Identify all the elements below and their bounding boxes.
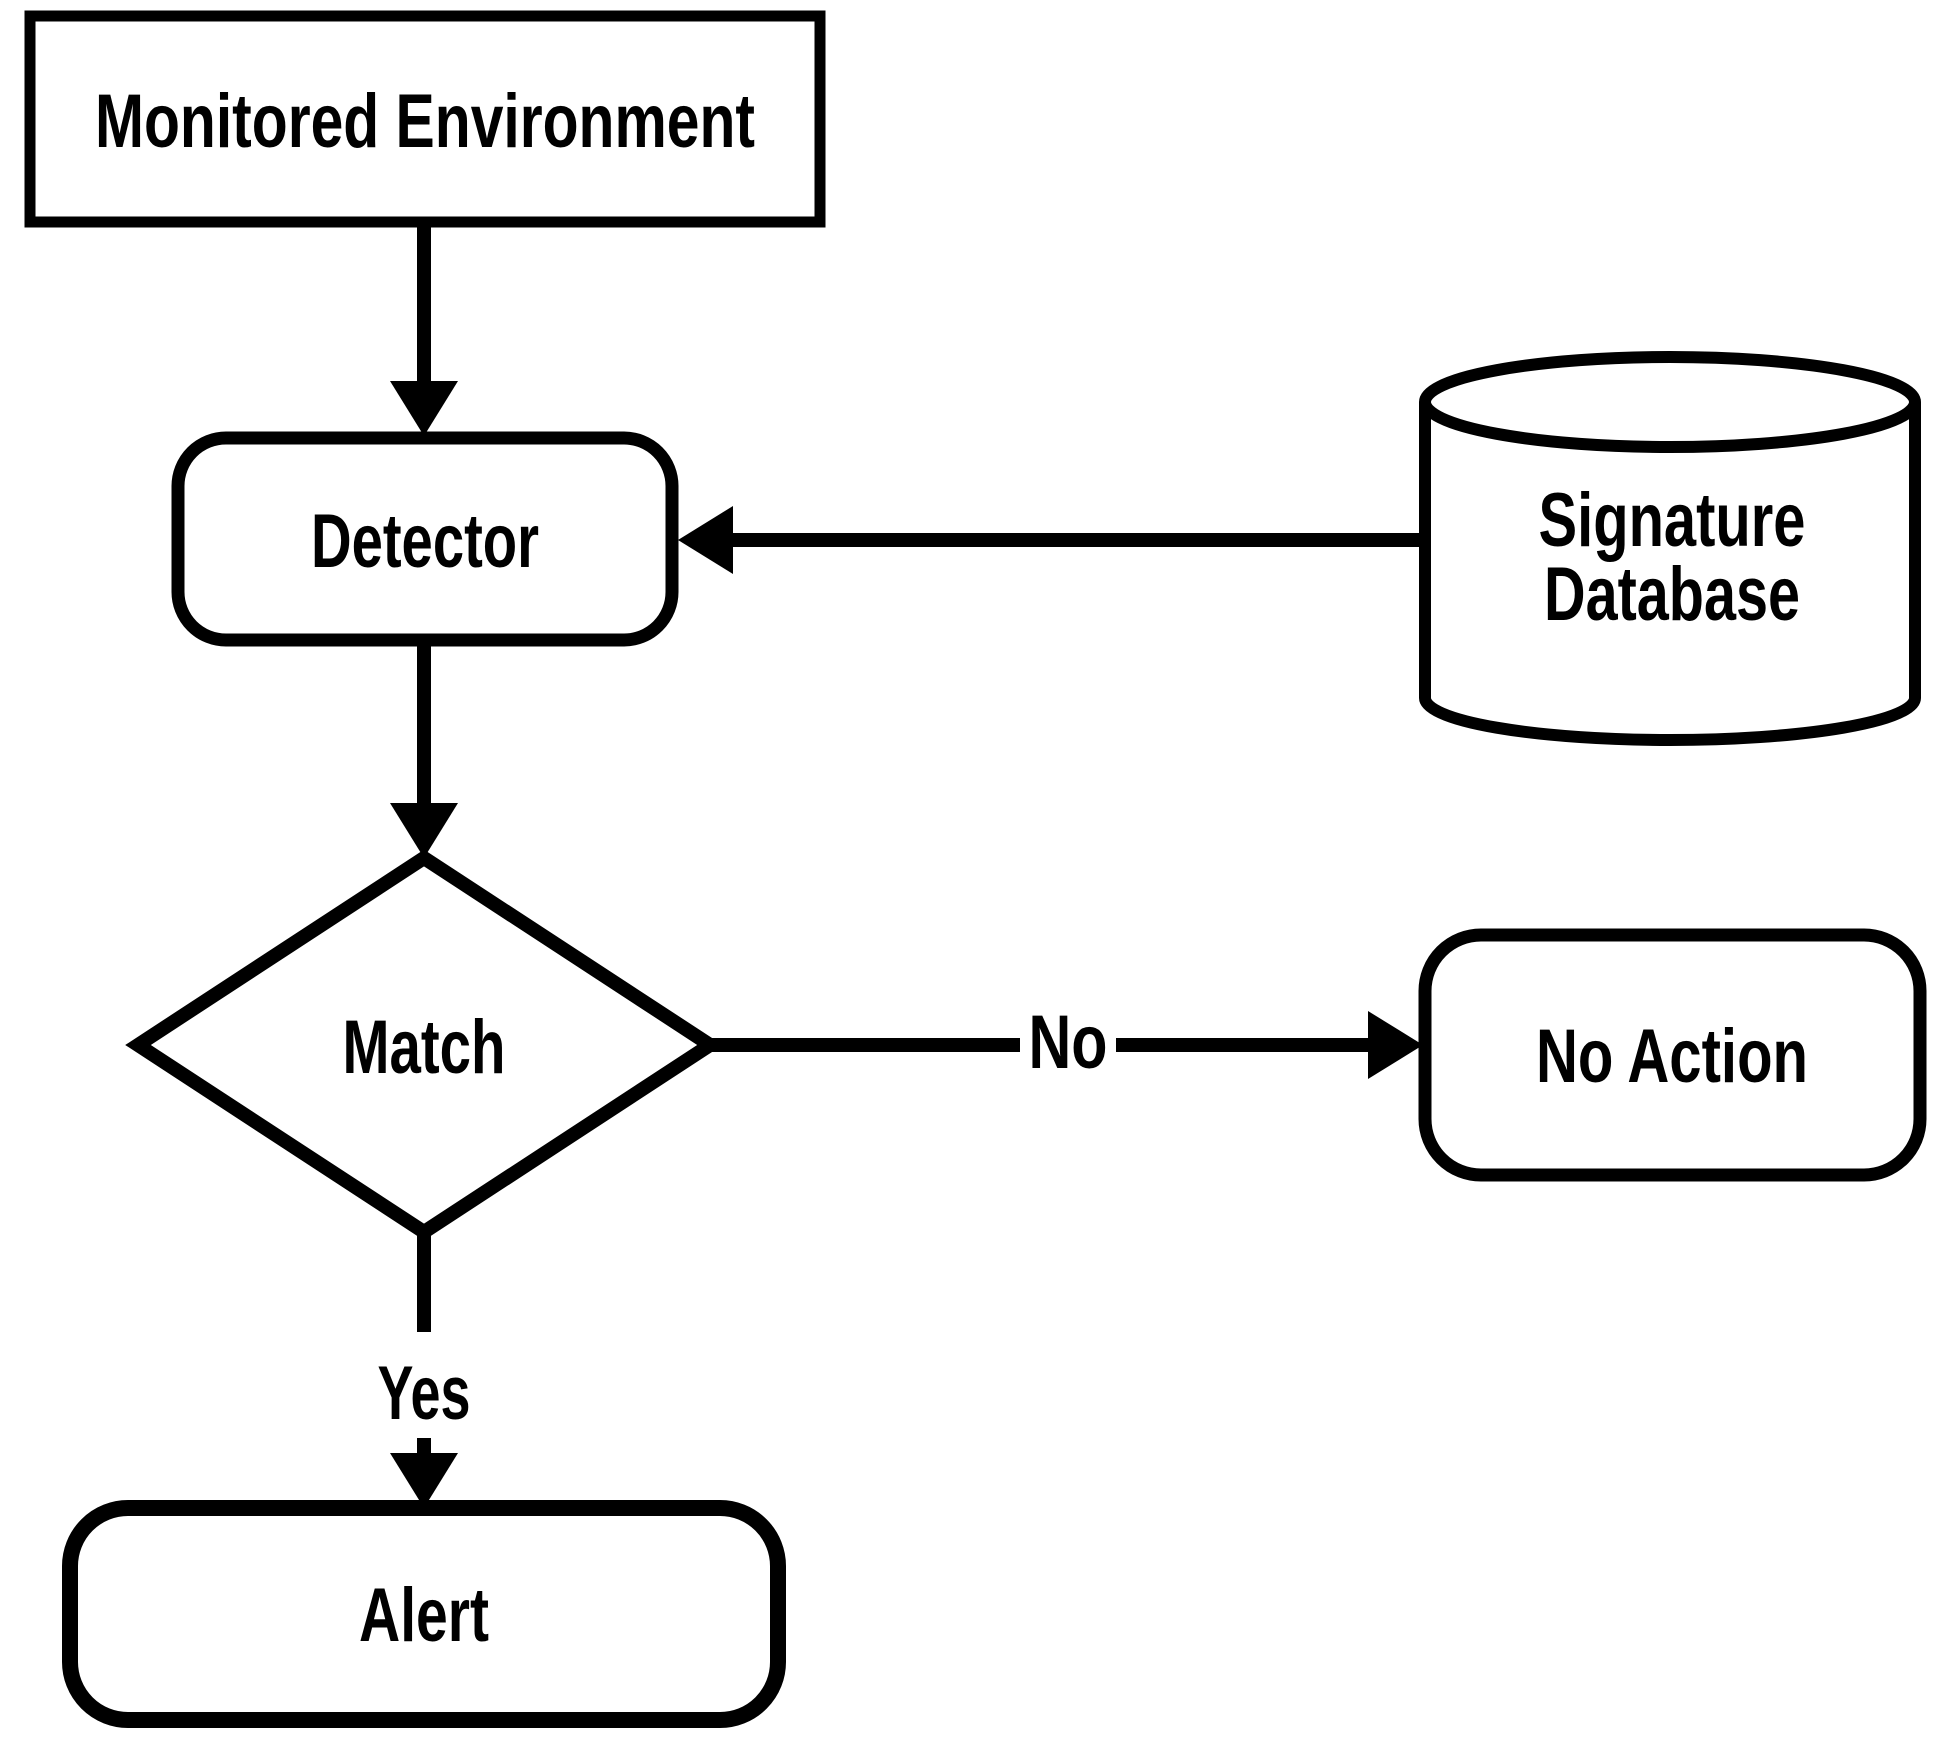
arrow-match-to-alert: Yes [378,1232,471,1508]
monitored-environment-node: Monitored Environment [24,10,826,228]
signature-database-node: Signature Database [1419,351,1921,746]
arrowhead-right-icon [1368,1011,1423,1079]
arrowhead-down-icon [390,1453,458,1508]
signature-database-label-line2: Database [1544,552,1800,637]
arrow-database-to-detector [678,506,1428,574]
arrowhead-left-icon [678,506,733,574]
alert-label: Alert [359,1573,489,1658]
signature-database-label-line1: Signature [1539,478,1806,563]
arrow-detector-to-match [390,638,458,858]
database-cylinder-top [1419,351,1921,453]
arrow-match-to-no-action: No [708,1000,1423,1085]
edge-label-no: No [1029,1000,1108,1085]
match-label: Match [343,1005,506,1090]
database-cylinder-body [1419,402,1921,746]
match-diamond [125,849,723,1241]
detector-box [171,431,679,647]
no-action-box [1418,928,1927,1182]
match-decision-node: Match [125,849,723,1241]
arrowhead-down-icon [390,803,458,858]
alert-box [62,1500,786,1728]
arrowhead-down-icon [390,381,458,436]
no-action-label: No Action [1536,1014,1808,1099]
detector-label: Detector [311,499,539,584]
monitored-environment-box [24,10,826,228]
alert-node: Alert [62,1500,786,1728]
edge-label-yes: Yes [378,1351,471,1436]
detector-node: Detector [171,431,679,647]
arrow-monitored-to-detector [390,222,458,436]
monitored-environment-label: Monitored Environment [95,79,755,164]
no-action-node: No Action [1418,928,1927,1182]
